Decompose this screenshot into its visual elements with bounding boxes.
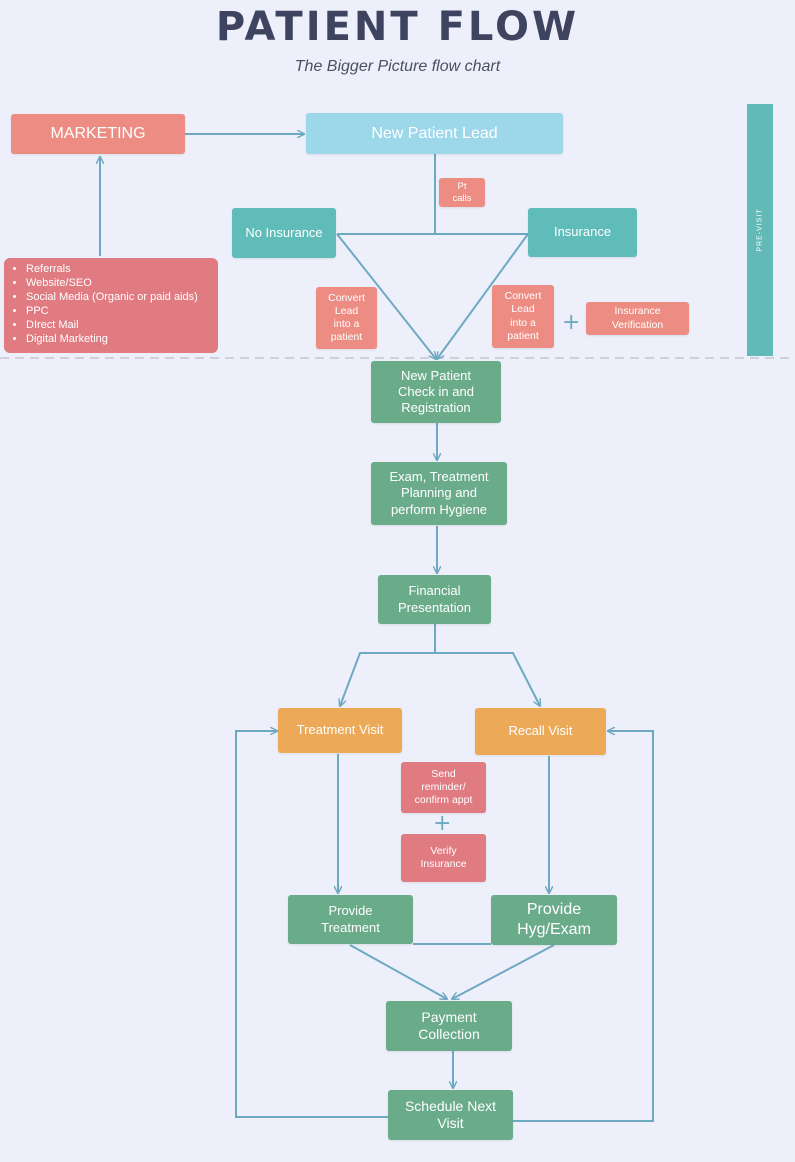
arrow-schedule-to-recall-loop xyxy=(513,731,654,1122)
payment-collection-node: Payment Collection xyxy=(386,1001,512,1051)
arrow-no-insurance-to-checkin xyxy=(336,233,436,359)
pt-calls-note: Pt calls xyxy=(439,178,485,207)
insurance-verification-note: Insurance Verification xyxy=(586,302,689,335)
marketing-channel-item: DIrect Mail xyxy=(26,318,212,332)
marketing-channel-item: Referrals xyxy=(26,262,212,276)
arrow-insurance-to-checkin xyxy=(437,233,529,359)
schedule-next-visit-node: Schedule Next Visit xyxy=(388,1090,513,1140)
no-insurance-node: No Insurance xyxy=(232,208,336,258)
exam-node: Exam, Treatment Planning and perform Hyg… xyxy=(371,462,507,525)
treatment-visit-node: Treatment Visit xyxy=(278,708,402,753)
provide-hyg-exam-node: Provide Hyg/Exam xyxy=(491,895,617,945)
marketing-channel-item: PPC xyxy=(26,304,212,318)
arrow-treatment-to-payment xyxy=(349,944,447,999)
financial-presentation-node: Financial Presentation xyxy=(378,575,491,624)
verify-insurance-note: Verify Insurance xyxy=(401,834,486,882)
marketing-channel-item: Social Media (Organic or paid aids) xyxy=(26,290,212,304)
arrow-hyg-to-payment xyxy=(452,944,555,999)
send-reminder-note: Send reminder/ confirm appt xyxy=(401,762,486,813)
plus-icon: + xyxy=(433,811,452,836)
page-subtitle: The Bigger Picture flow chart xyxy=(294,58,501,75)
convert-lead-left-note: Convert Lead into a patient xyxy=(316,287,377,349)
insurance-node: Insurance xyxy=(528,208,637,257)
marketing-channel-item: Digital Marketing xyxy=(26,332,212,346)
page-title: PATIENT FLOW xyxy=(215,4,580,50)
provide-treatment-node: Provide Treatment xyxy=(288,895,413,944)
convert-lead-right-note: Convert Lead into a patient xyxy=(492,285,554,348)
arrow-to-recall-visit xyxy=(435,652,540,706)
arrow-schedule-to-treatment-loop xyxy=(235,731,388,1118)
pre-visit-label: PRE-VISIT xyxy=(756,208,764,252)
pre-visit-bar: PRE-VISIT xyxy=(747,104,773,356)
check-in-node: New Patient Check in and Registration xyxy=(371,361,501,423)
plus-icon: + xyxy=(562,310,581,335)
recall-visit-node: Recall Visit xyxy=(475,708,606,755)
marketing-channel-item: Website/SEO xyxy=(26,276,212,290)
arrow-to-treatment-visit xyxy=(340,652,435,706)
marketing-node: MARKETING xyxy=(11,114,185,154)
marketing-channels-list: Referrals Website/SEO Social Media (Orga… xyxy=(4,258,218,353)
new-patient-lead-node: New Patient Lead xyxy=(306,113,563,154)
